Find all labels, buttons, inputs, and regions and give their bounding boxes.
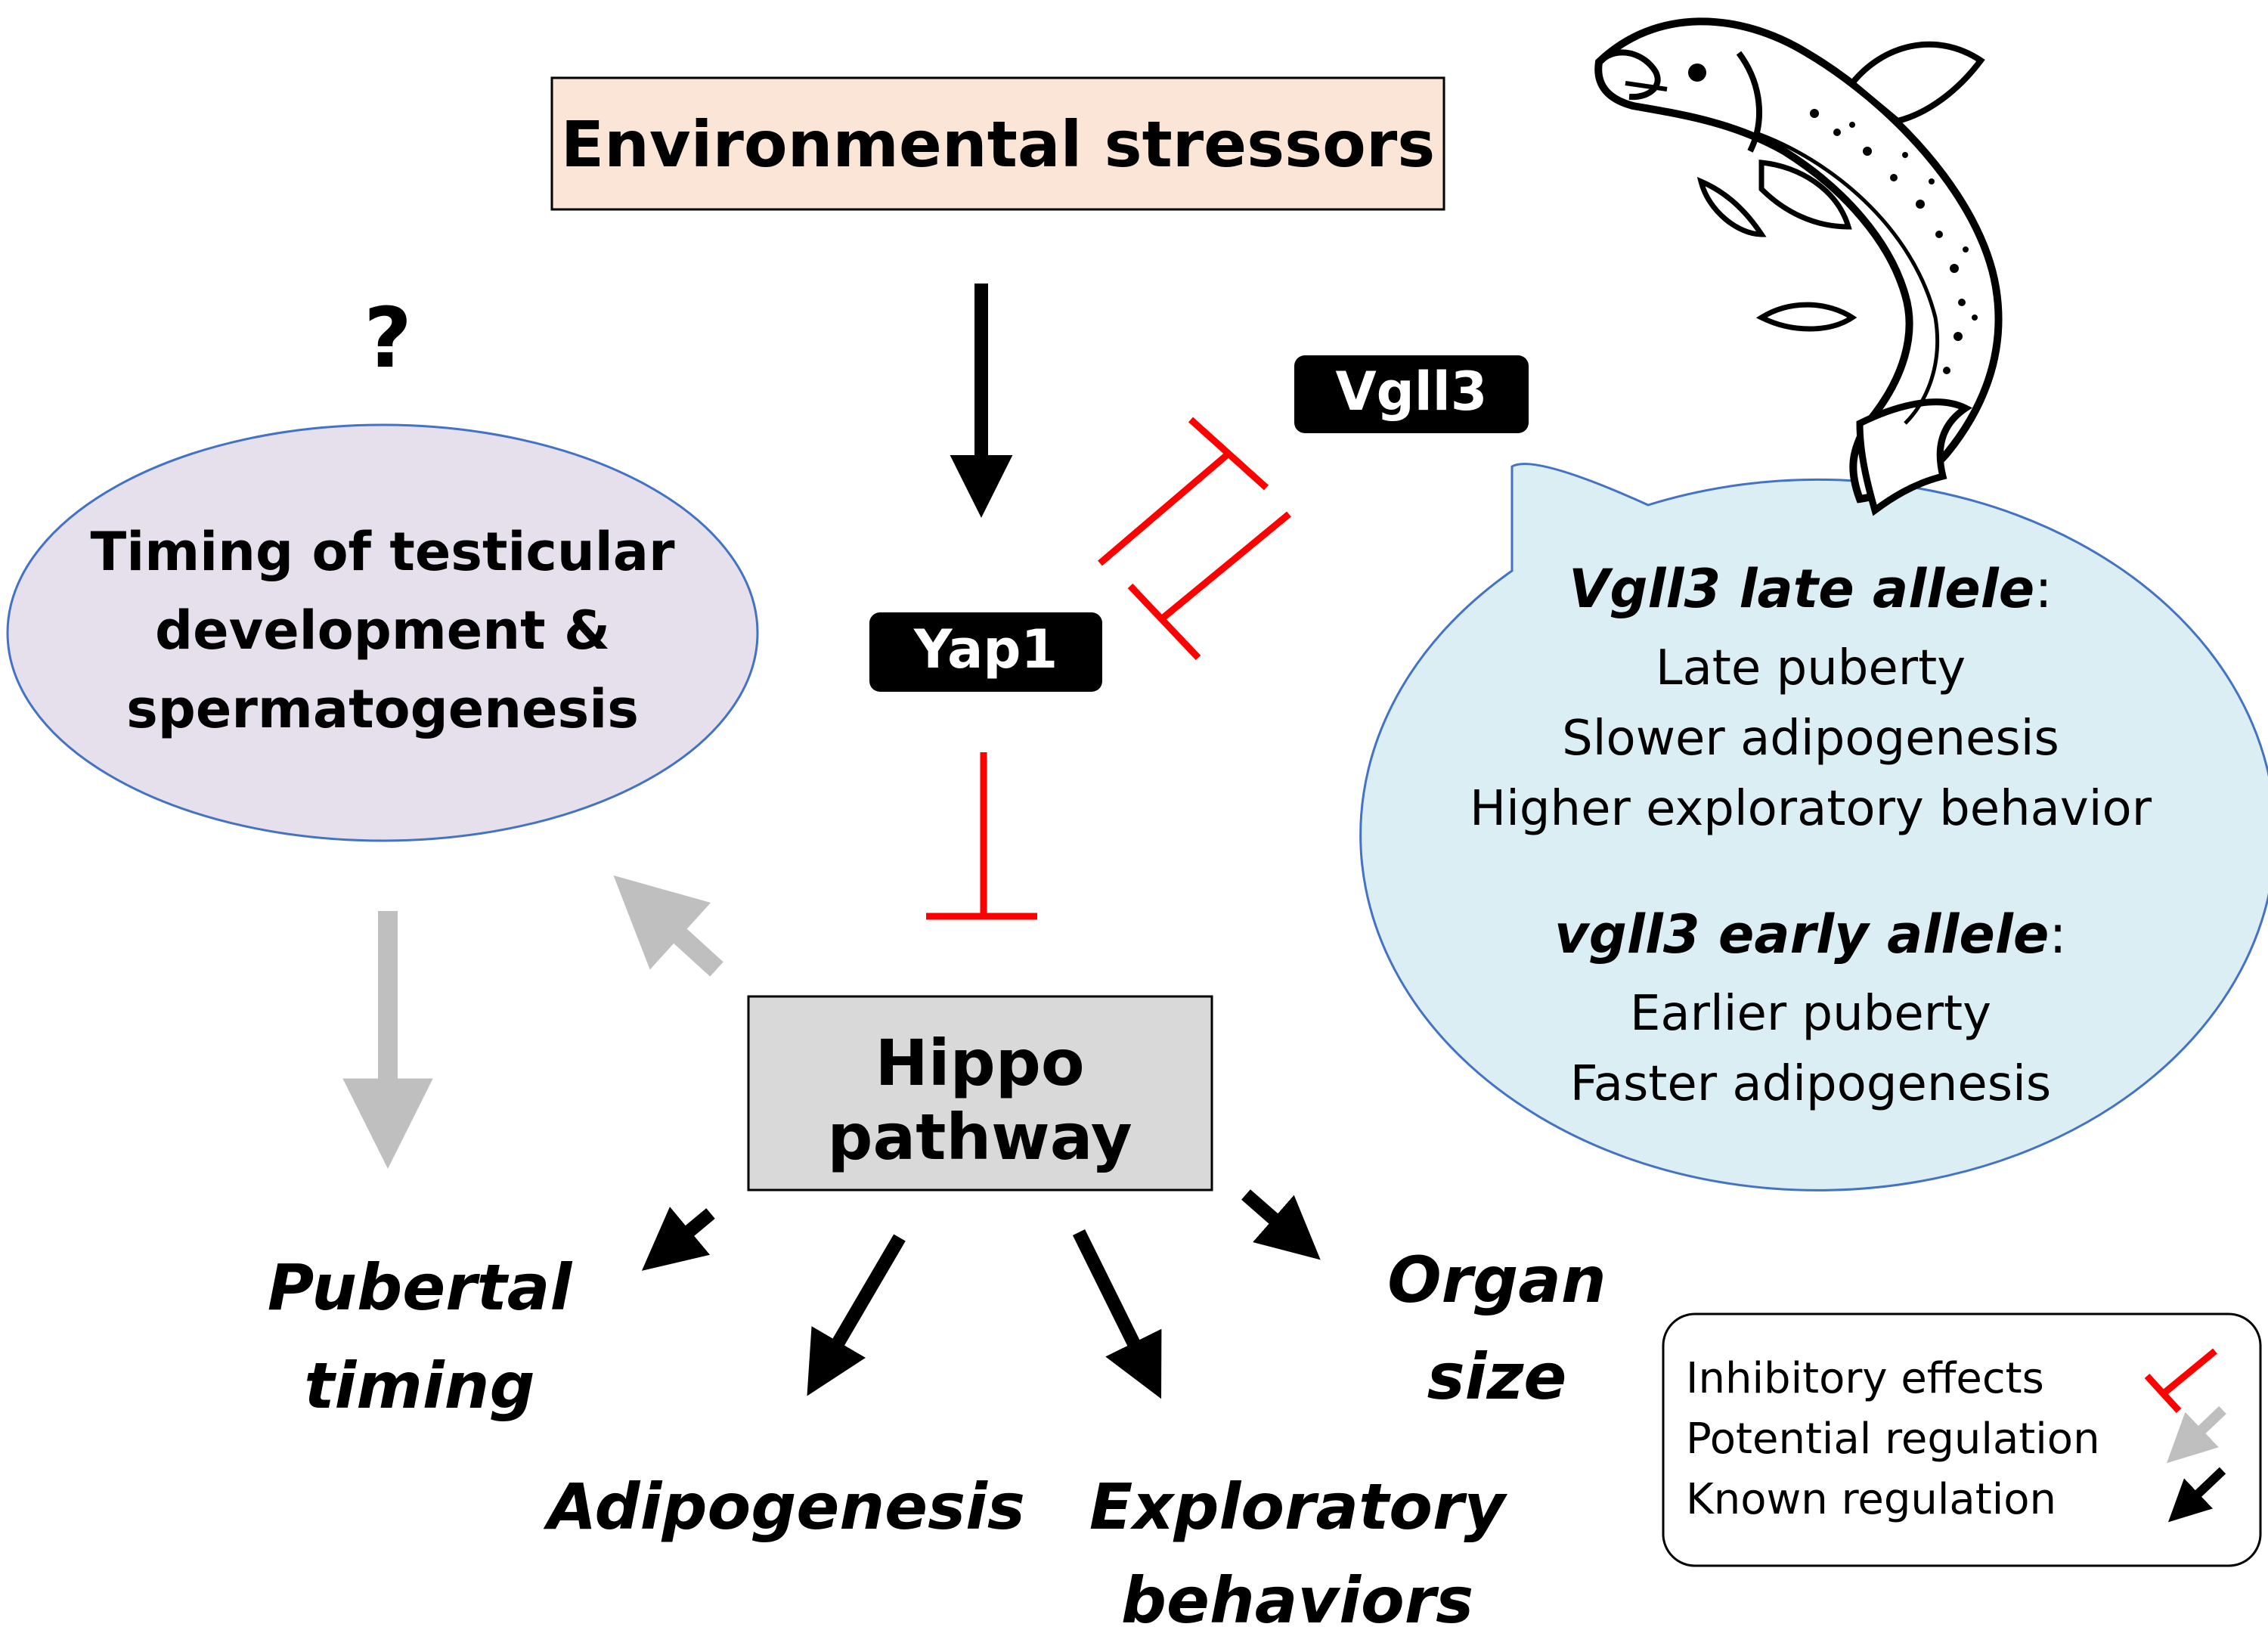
legend-inhibitory-label: Inhibitory effects bbox=[1686, 1354, 2044, 1403]
vgll3-allele-bubble: Vgll3 late allele: Late puberty Slower a… bbox=[1359, 463, 2268, 1192]
hippo-to-pubertal-arrow bbox=[641, 1207, 715, 1271]
legend: Inhibitory effects Potential regulation … bbox=[1662, 1312, 2262, 1567]
hippo-line-2: pathway bbox=[827, 1100, 1132, 1174]
late-allele-colon: : bbox=[2034, 558, 2053, 620]
organ-line-1: Organ bbox=[1387, 1243, 1606, 1317]
legend-potential-label: Potential regulation bbox=[1686, 1415, 2100, 1464]
legend-known-label: Known regulation bbox=[1686, 1475, 2056, 1524]
hippo-pathway-node: Hippo pathway bbox=[747, 995, 1213, 1192]
exploratory-line-1: Exploratory bbox=[1089, 1470, 1508, 1544]
late-item-2: Slower adipogenesis bbox=[1562, 711, 2059, 767]
exploratory-behaviors-outcome: Exploratory behaviors bbox=[1089, 1470, 1508, 1630]
adipogenesis-outcome: Adipogenesis bbox=[543, 1470, 1025, 1544]
yap1-label: Yap1 bbox=[913, 618, 1058, 680]
early-allele-heading: vgll3 early allele: bbox=[1554, 903, 2067, 965]
hippo-to-adipogenesis-arrow bbox=[807, 1234, 906, 1396]
hippo-to-organ-size-arrow bbox=[1241, 1189, 1321, 1260]
timing-line-1: Timing of testicular bbox=[90, 521, 675, 583]
late-item-1: Late puberty bbox=[1656, 640, 1966, 696]
question-mark: ? bbox=[364, 290, 412, 386]
timing-line-2: development & bbox=[155, 600, 610, 662]
pubertal-line-1: Pubertal bbox=[268, 1250, 573, 1325]
early-allele-colon: : bbox=[2049, 903, 2067, 965]
testicular-timing-node: Timing of testicular development & sperm… bbox=[6, 423, 759, 842]
yap1-vgll3-mutual-inhibition bbox=[1098, 417, 1291, 661]
organ-line-2: size bbox=[1427, 1340, 1567, 1414]
pubertal-line-2: timing bbox=[304, 1349, 534, 1423]
late-allele-title: Vgll3 late allele bbox=[1569, 558, 2034, 620]
late-item-3: Higher exploratory behavior bbox=[1470, 781, 2152, 837]
early-allele-title: vgll3 early allele bbox=[1554, 903, 2049, 965]
timing-line-3: spermatogenesis bbox=[126, 678, 639, 740]
vgll3-label: Vgll3 bbox=[1336, 361, 1488, 423]
hippo-to-exploratory-arrow bbox=[1072, 1229, 1162, 1399]
early-item-1: Earlier puberty bbox=[1630, 986, 1991, 1042]
legend-potential-symbol bbox=[2166, 1405, 2226, 1464]
late-allele-heading: Vgll3 late allele: bbox=[1569, 558, 2053, 620]
hippo-to-timing-potential-arrow bbox=[613, 875, 723, 977]
vgll3-node: Vgll3 bbox=[1294, 355, 1529, 433]
yap1-inhibits-hippo bbox=[926, 752, 1037, 920]
exploratory-line-2: behaviors bbox=[1121, 1563, 1473, 1630]
pubertal-timing-outcome: Pubertal timing bbox=[268, 1250, 573, 1423]
yap1-node: Yap1 bbox=[869, 612, 1102, 692]
organ-size-outcome: Organ size bbox=[1387, 1243, 1606, 1414]
legend-inhibitory-symbol bbox=[2144, 1348, 2217, 1414]
salmon-fish-icon bbox=[1594, 17, 2003, 516]
environmental-stressors-label: Environmental stressors bbox=[561, 107, 1436, 181]
legend-known-symbol bbox=[2167, 1467, 2226, 1523]
early-item-2: Faster adipogenesis bbox=[1570, 1056, 2051, 1112]
hippo-line-1: Hippo bbox=[875, 1026, 1084, 1100]
environmental-stressors-node: Environmental stressors bbox=[550, 76, 1445, 211]
